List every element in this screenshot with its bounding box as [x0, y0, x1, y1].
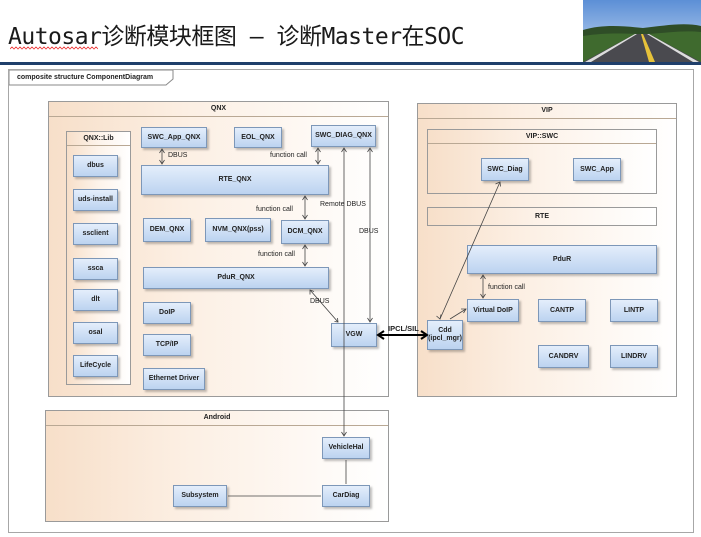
lib-dlt[interactable]: dlt: [73, 289, 118, 311]
vgw[interactable]: VGW: [331, 323, 377, 347]
slide-title: Autosar诊断模块框图 – 诊断Master在SOC: [8, 24, 465, 50]
lib-uds-install[interactable]: uds-install: [73, 189, 118, 211]
lib-dbus[interactable]: dbus: [73, 155, 118, 177]
vip-pdur[interactable]: PduR: [467, 245, 657, 274]
label-function-call-3: function call: [258, 251, 295, 258]
cardiag[interactable]: CarDiag: [322, 485, 370, 507]
ethernet-driver[interactable]: Ethernet Driver: [143, 368, 205, 390]
vehiclehal[interactable]: VehicleHal: [322, 437, 370, 459]
subsystem[interactable]: Subsystem: [173, 485, 227, 507]
lib-lifecycle[interactable]: LifeCycle: [73, 355, 118, 377]
rte-qnx[interactable]: RTE_QNX: [141, 165, 329, 195]
dcm-qnx[interactable]: DCM_QNX: [281, 220, 329, 244]
cdd-ipcl-mgr[interactable]: Cdd (ipcl_mgr): [427, 320, 463, 350]
candrv[interactable]: CANDRV: [538, 345, 589, 368]
vip-swc-package: VIP::SWC: [427, 129, 657, 194]
title-divider: [0, 62, 701, 65]
label-function-call-vip: function call: [488, 284, 525, 291]
lindrv[interactable]: LINDRV: [610, 345, 658, 368]
spellcheck-underline: [10, 46, 98, 50]
cdd-label: Cdd (ipcl_mgr): [428, 327, 462, 342]
virtual-doip[interactable]: Virtual DoIP: [467, 299, 519, 322]
qnx-package-title: QNX: [49, 102, 388, 117]
label-remote-dbus: Remote DBUS: [320, 201, 366, 208]
vip-swc-title: VIP::SWC: [428, 130, 656, 144]
swc-diag-qnx[interactable]: SWC_DIAG_QNX: [311, 125, 376, 147]
doip[interactable]: DoIP: [143, 302, 191, 324]
label-function-call-1: function call: [270, 152, 307, 159]
label-dbus-1: DBUS: [168, 152, 188, 159]
qnx-lib-title: QNX::Lib: [67, 132, 130, 146]
swc-diag[interactable]: SWC_Diag: [481, 158, 529, 181]
tcpip[interactable]: TCP/IP: [143, 334, 191, 356]
label-dbus-2: DBUS: [359, 228, 379, 235]
lib-ssclient[interactable]: ssclient: [73, 223, 118, 245]
nvm-qnx[interactable]: NVM_QNX(pss): [205, 218, 271, 242]
road-landscape-photo: [583, 0, 701, 62]
label-function-call-2: function call: [256, 206, 293, 213]
diagram-tab-label: composite structure ComponentDiagram: [17, 74, 154, 81]
dem-qnx[interactable]: DEM_QNX: [143, 218, 191, 242]
cantp[interactable]: CANTP: [538, 299, 586, 322]
label-dbus-3: DBUS: [310, 298, 330, 305]
eol-qnx[interactable]: EOL_QNX: [234, 127, 282, 148]
label-ipcl-sil: IPCL/SIL: [388, 324, 419, 333]
swc-app-qnx[interactable]: SWC_App_QNX: [141, 127, 207, 148]
pdur-qnx[interactable]: PduR_QNX: [143, 267, 329, 289]
swc-app[interactable]: SWC_App: [573, 158, 621, 181]
lib-osal[interactable]: osal: [73, 322, 118, 344]
android-package-title: Android: [46, 411, 388, 426]
vip-package-title: VIP: [418, 104, 676, 119]
lintp[interactable]: LINTP: [610, 299, 658, 322]
diagram-tab: [9, 70, 174, 86]
lib-ssca[interactable]: ssca: [73, 258, 118, 280]
vip-rte[interactable]: RTE: [427, 207, 657, 226]
